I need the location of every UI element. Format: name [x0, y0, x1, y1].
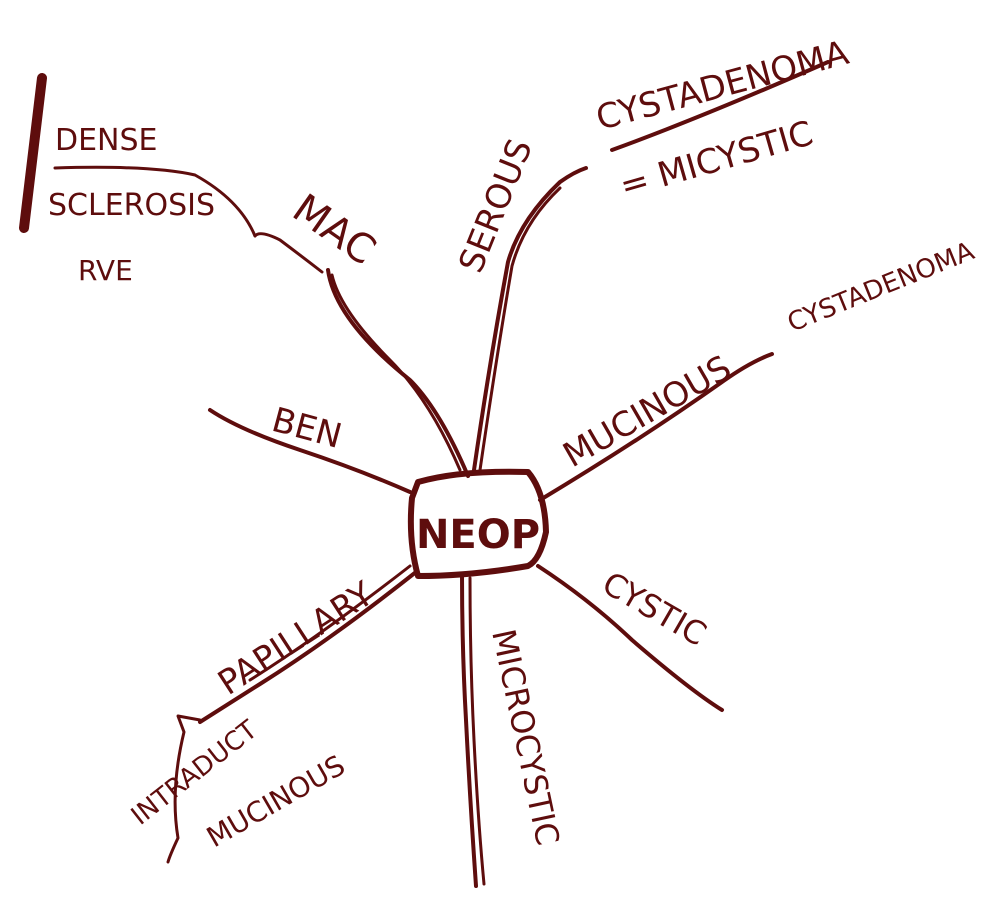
papillary-label: PAPILLARY — [211, 574, 381, 704]
sclerosis-label: SCLEROSIS — [48, 188, 215, 223]
branch-mac: MAC DENSE SCLEROSIS RVE — [48, 123, 470, 478]
microcystic-top-label: = MICYSTIC — [615, 113, 817, 206]
papillary-line-2 — [248, 564, 412, 682]
serous-label: SEROUS — [451, 134, 541, 279]
mac-line — [326, 268, 470, 478]
mac-line-2 — [330, 273, 462, 472]
center-node: NEOP — [407, 468, 549, 579]
mucinous-label: MUCINOUS — [557, 348, 739, 476]
cystic-line — [536, 564, 724, 712]
papillary-hook — [166, 714, 202, 864]
mucinous-line — [538, 352, 774, 502]
branch-benign: BEN — [208, 400, 412, 494]
branch-cystic: CYSTIC — [536, 564, 724, 712]
mac-label: MAC — [284, 186, 383, 275]
microcystic-line — [460, 572, 478, 888]
rve-label: RVE — [78, 254, 133, 287]
papillary-line — [198, 570, 418, 724]
serous-line — [472, 166, 588, 472]
benign-label: BEN — [268, 400, 346, 457]
cystadenoma-right-label: CYSTADENOMA — [783, 236, 978, 338]
microcystic-label: MICROCYSTIC — [484, 626, 567, 849]
cystadenoma-top-label: CYSTADENOMA — [592, 33, 853, 139]
margin-bar — [19, 73, 47, 233]
microcystic-line-2 — [468, 576, 486, 886]
serous-line-2 — [478, 186, 562, 472]
branch-papillary: PAPILLARY INTRADUCT MUCINOUS — [126, 564, 418, 864]
center-box — [407, 468, 549, 579]
dense-label: DENSE — [55, 123, 158, 158]
center-label: NEOP — [416, 512, 540, 558]
cystic-label: CYSTIC — [596, 564, 713, 653]
benign-line — [208, 408, 412, 494]
branch-mucinous: MUCINOUS CYSTADENOMA — [538, 236, 979, 502]
cystadenoma-top-underline — [610, 60, 830, 152]
branch-microcystic: MICROCYSTIC — [460, 572, 567, 888]
mac-sub-connector — [53, 165, 324, 274]
